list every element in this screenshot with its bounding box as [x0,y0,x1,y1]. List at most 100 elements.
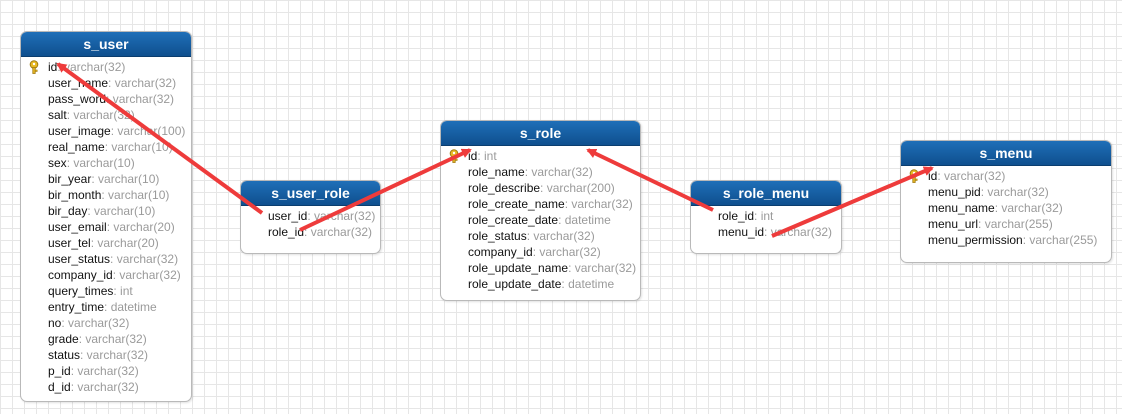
field-type: : varchar(255) [978,217,1053,231]
field-row[interactable]: company_id: varchar(32) [441,244,640,260]
field-row[interactable]: user_id: varchar(32) [241,208,380,224]
field-name: role_create_name [468,197,565,211]
field-row[interactable]: role_create_name: varchar(32) [441,196,640,212]
field-row[interactable]: menu_id: varchar(32) [691,224,841,240]
table-s-user[interactable]: s_user id: varchar(32)user_name: varchar… [20,31,192,402]
field-row[interactable]: role_describe: varchar(200) [441,180,640,196]
field-row[interactable]: menu_url: varchar(255) [901,216,1111,232]
field-row[interactable]: entry_time: datetime [21,299,191,315]
field-row[interactable]: no: varchar(32) [21,315,191,331]
field-name: real_name [48,140,105,154]
field-row[interactable]: bir_month: varchar(10) [21,187,191,203]
table-title[interactable]: s_role_menu [691,181,841,206]
field-name: bir_month [48,188,102,202]
field-type: : varchar(32) [112,268,181,282]
field-name: status [48,348,81,362]
primary-key-icon [907,169,921,183]
field-row[interactable]: d_id: varchar(32) [21,379,191,395]
field-type: : varchar(10) [104,140,173,154]
field-type: : varchar(32) [524,165,593,179]
field-type: : datetime [104,300,157,314]
field-list: id: varchar(32)menu_pid: varchar(32)menu… [901,166,1111,252]
field-type: : varchar(32) [70,364,139,378]
field-type: : varchar(10) [101,188,170,202]
field-row[interactable]: id: varchar(32) [21,59,191,75]
field-type: : varchar(10) [91,172,160,186]
table-s-user-role[interactable]: s_user_role user_id: varchar(32)role_id:… [240,180,381,254]
field-row[interactable]: user_tel: varchar(20) [21,235,191,251]
field-name: menu_pid [928,185,981,199]
field-row[interactable]: menu_pid: varchar(32) [901,184,1111,200]
field-type: : varchar(32) [526,229,595,243]
field-row[interactable]: role_update_date: datetime [441,276,640,292]
field-type: : datetime [561,277,615,291]
field-name: company_id [48,268,113,282]
field-type: : varchar(32) [108,76,177,90]
field-type: : varchar(32) [66,108,135,122]
field-name: role_create_date [468,213,559,227]
field-name: id [928,169,938,183]
field-name: role_update_name [468,261,569,275]
field-type: : varchar(32) [568,261,637,275]
field-name: query_times [48,284,114,298]
field-row[interactable]: role_create_date: datetime [441,212,640,228]
field-row[interactable]: role_status: varchar(32) [441,228,640,244]
field-name: menu_url [928,217,979,231]
field-type: : varchar(32) [110,252,179,266]
field-row[interactable]: p_id: varchar(32) [21,363,191,379]
table-title[interactable]: s_menu [901,141,1111,166]
field-type: : varchar(255) [1022,233,1098,247]
field-row[interactable]: user_name: varchar(32) [21,75,191,91]
field-name: user_email [48,220,107,234]
field-row[interactable]: grade: varchar(32) [21,331,191,347]
table-title[interactable]: s_user_role [241,181,380,206]
field-type: : varchar(32) [304,225,373,239]
field-row[interactable]: id: int [441,148,640,164]
field-type: : varchar(32) [764,225,833,239]
field-row[interactable]: menu_permission: varchar(255) [901,232,1111,248]
field-name: role_name [468,165,525,179]
field-name: user_name [48,76,109,90]
field-row[interactable]: user_status: varchar(32) [21,251,191,267]
field-name: company_id [468,245,533,259]
table-title[interactable]: s_user [21,32,191,57]
field-row[interactable]: salt: varchar(32) [21,107,191,123]
field-name: role_status [468,229,527,243]
field-row[interactable]: pass_word: varchar(32) [21,91,191,107]
field-type: : varchar(10) [66,156,135,170]
field-row[interactable]: role_name: varchar(32) [441,164,640,180]
field-row[interactable]: real_name: varchar(10) [21,139,191,155]
field-name: bir_day [48,204,88,218]
field-row[interactable]: bir_day: varchar(10) [21,203,191,219]
field-type: : varchar(20) [106,220,175,234]
field-row[interactable]: role_id: int [691,208,841,224]
field-row[interactable]: id: varchar(32) [901,168,1111,184]
field-row[interactable]: role_id: varchar(32) [241,224,380,240]
field-type: : varchar(100) [110,124,186,138]
field-type: : varchar(32) [78,332,147,346]
field-row[interactable]: menu_name: varchar(32) [901,200,1111,216]
field-name: menu_permission [928,233,1023,247]
field-row[interactable]: user_image: varchar(100) [21,123,191,139]
field-name: bir_year [48,172,92,186]
table-s-menu[interactable]: s_menu id: varchar(32)menu_pid: varchar(… [900,140,1112,263]
primary-key-icon [27,60,41,74]
field-row[interactable]: role_update_name: varchar(32) [441,260,640,276]
field-type: : int [113,284,133,298]
table-title[interactable]: s_role [441,121,640,146]
field-row[interactable]: query_times: int [21,283,191,299]
field-row[interactable]: sex: varchar(10) [21,155,191,171]
field-type: : varchar(32) [532,245,601,259]
field-name: menu_name [928,201,995,215]
field-name: p_id [48,364,71,378]
field-row[interactable]: company_id: varchar(32) [21,267,191,283]
field-type: : varchar(10) [87,204,156,218]
field-name: user_image [48,124,111,138]
field-row[interactable]: status: varchar(32) [21,347,191,363]
field-row[interactable]: user_email: varchar(20) [21,219,191,235]
field-row[interactable]: bir_year: varchar(10) [21,171,191,187]
